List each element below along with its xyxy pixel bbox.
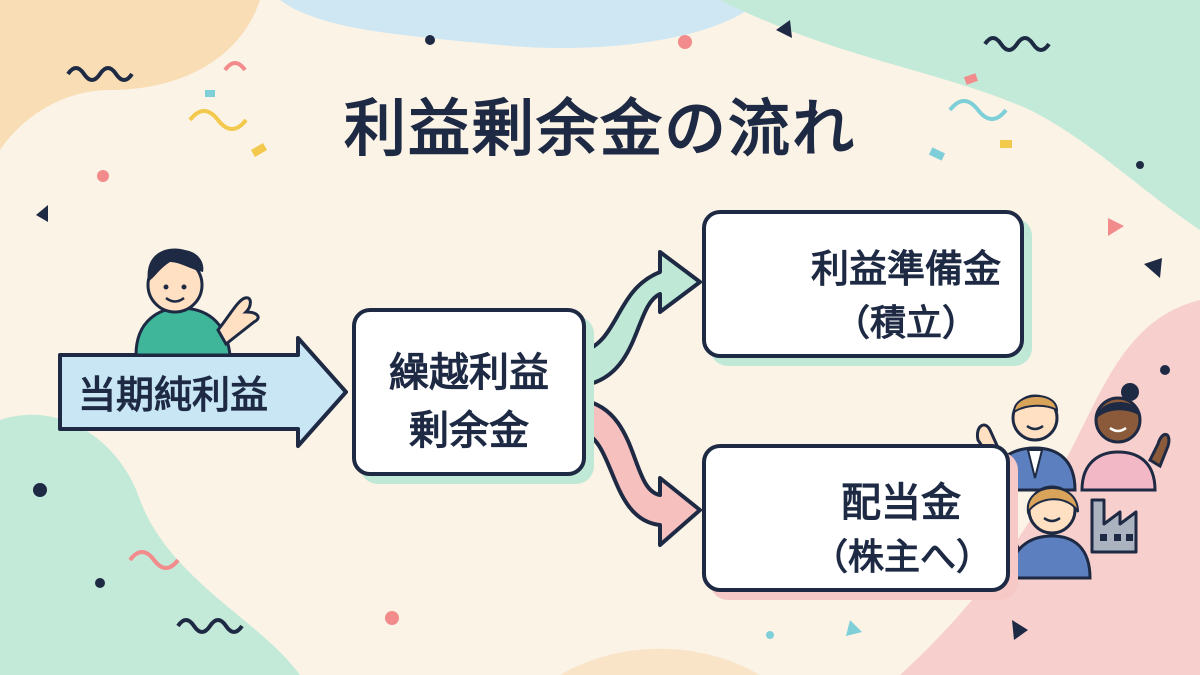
person-pointing-icon (134, 248, 260, 357)
net-income-label: 当期純利益 (78, 373, 269, 417)
retained-earnings-line1: 繰越利益 (389, 350, 549, 396)
flow-arrow-to-reserve (580, 250, 702, 386)
legal-reserve-line1: 利益準備金 (810, 247, 1001, 291)
flow-arrow-to-dividend (580, 398, 702, 547)
dividend-line2: （株主へ） (811, 537, 992, 578)
dividend-box: 配当金 （株主へ） (702, 444, 1010, 592)
page-title: 利益剰余金の流れ (343, 92, 856, 165)
retained-earnings-line2: 剰余金 (409, 408, 529, 454)
retained-earnings-box: 繰越利益 剰余金 (352, 308, 586, 476)
legal-reserve-line2: （積立） (833, 303, 978, 344)
legal-reserve-box: 利益準備金 （積立） (702, 210, 1024, 358)
net-income-arrow (58, 336, 348, 448)
factory-icon (1090, 498, 1138, 554)
dividend-line1: 配当金 (841, 480, 961, 526)
